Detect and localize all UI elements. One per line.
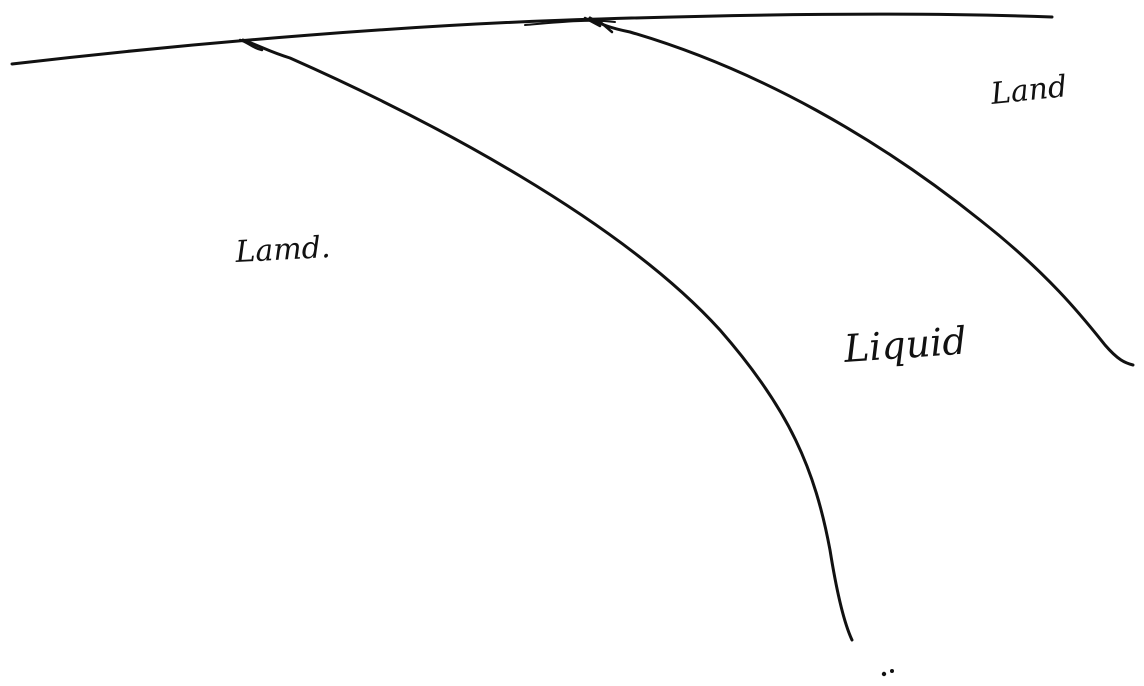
stray-dot bbox=[882, 672, 886, 676]
region-label-upper-right: Land bbox=[988, 69, 1069, 112]
stray-dot bbox=[890, 669, 894, 673]
left-boundary-curve bbox=[243, 40, 852, 640]
region-label-left: Lamd. bbox=[234, 230, 332, 270]
top-boundary-line bbox=[12, 14, 1052, 64]
region-label-middle: Liquid bbox=[842, 319, 968, 372]
